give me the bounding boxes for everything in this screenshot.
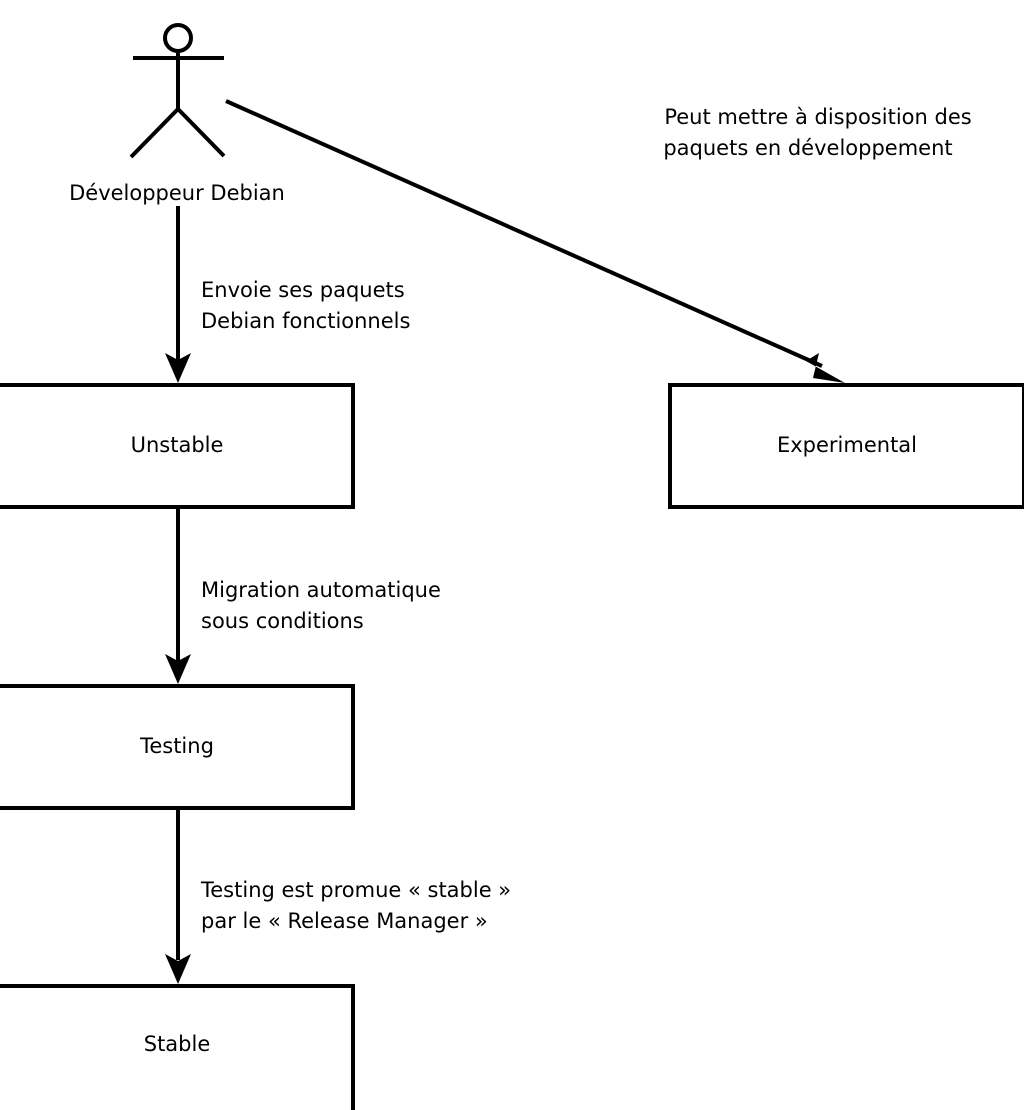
edge-testing-to-stable-label-line2: par le « Release Manager » <box>201 909 488 933</box>
node-testing[interactable]: Testing <box>0 684 355 810</box>
edge-dev-to-unstable-label-line2: Debian fonctionnels <box>201 309 410 333</box>
node-unstable-box <box>0 383 355 509</box>
node-unstable-label: Unstable <box>131 433 224 457</box>
node-experimental-box <box>668 383 1024 509</box>
edge-dev-to-experimental-label-line2: paquets en développement <box>663 136 952 160</box>
actor-head-icon <box>163 23 193 53</box>
edge-testing-to-stable[interactable] <box>165 808 191 984</box>
node-testing-label: Testing <box>139 734 214 758</box>
edge-unstable-to-testing-label-line2: sous conditions <box>201 609 364 633</box>
actor-leg-left <box>129 107 180 159</box>
node-experimental[interactable]: Experimental <box>668 383 1024 509</box>
edge-testing-to-stable-label-line1: Testing est promue « stable » <box>200 878 511 902</box>
edge-dev-to-unstable-label-line1: Envoie ses paquets <box>201 278 405 302</box>
actor-leg-right <box>176 107 226 158</box>
edge-unstable-to-testing[interactable] <box>165 507 191 684</box>
edge-dev-to-experimental-label-line1: Peut mettre à disposition des <box>664 105 971 129</box>
node-testing-box <box>0 684 355 810</box>
edge-dev-to-unstable-arrowhead <box>165 353 191 383</box>
edge-dev-to-experimental-line <box>225 99 823 368</box>
edge-dev-to-experimental[interactable] <box>225 99 845 383</box>
edge-dev-to-unstable[interactable] <box>165 206 191 383</box>
developer-actor-figure[interactable] <box>129 23 226 159</box>
actor-label: Développeur Debian <box>69 181 285 205</box>
node-stable[interactable]: Stable <box>0 984 355 1110</box>
node-stable-label: Stable <box>144 1032 211 1056</box>
node-stable-box <box>0 984 355 1110</box>
edge-unstable-to-testing-label-line1: Migration automatique <box>201 578 441 602</box>
edge-dev-to-experimental-arrowhead <box>806 353 845 383</box>
edge-testing-to-stable-arrowhead <box>165 954 191 984</box>
node-experimental-label: Experimental <box>777 433 917 457</box>
node-unstable[interactable]: Unstable <box>0 383 355 509</box>
edge-unstable-to-testing-arrowhead <box>165 654 191 684</box>
